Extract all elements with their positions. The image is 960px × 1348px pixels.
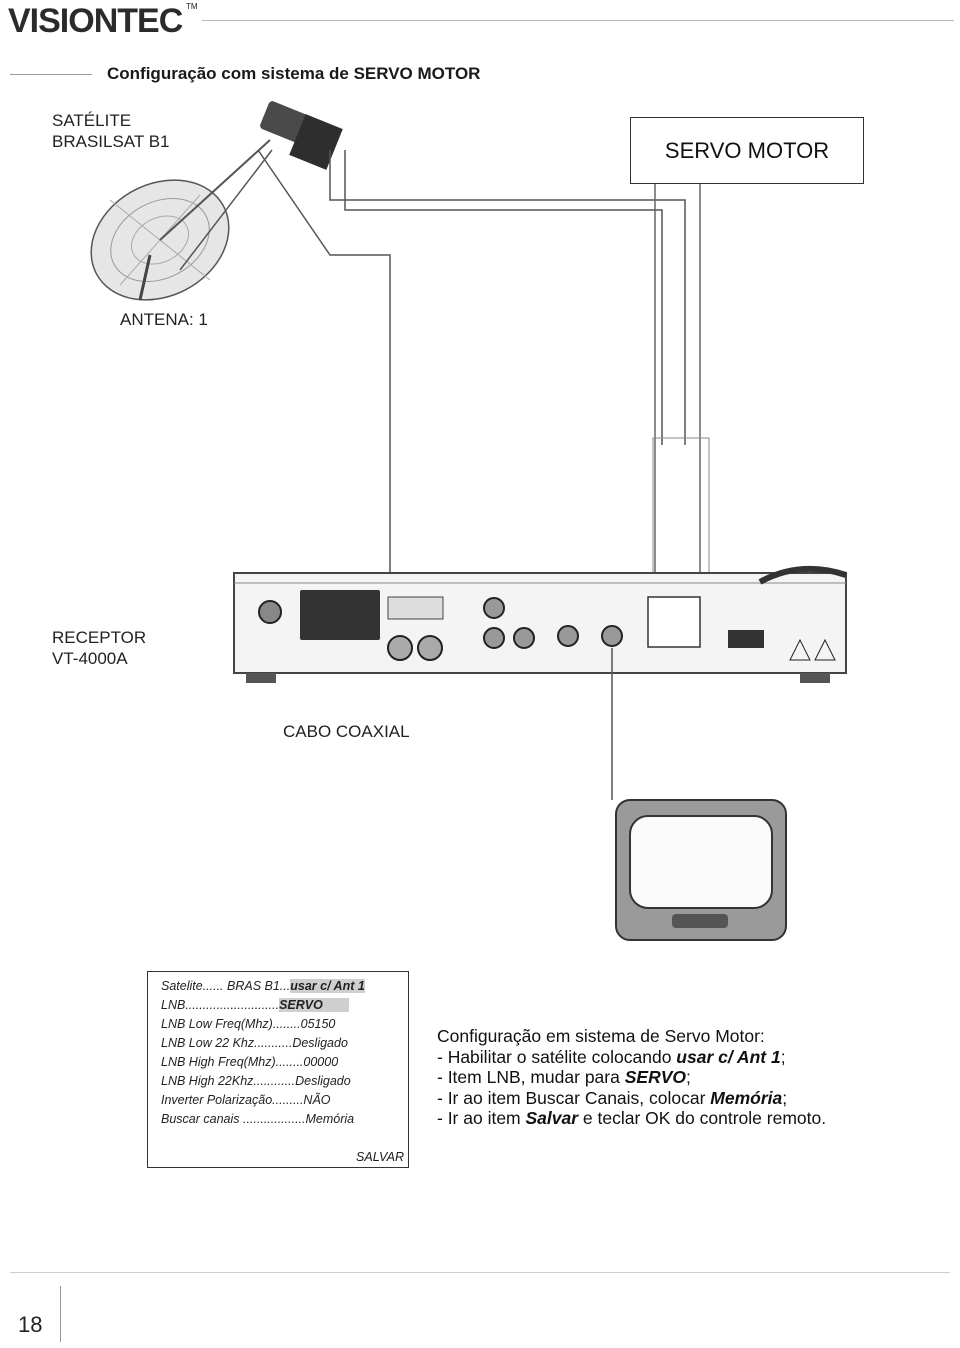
satellite-label-line1: SATÉLITE (52, 111, 132, 130)
menu-line-satelite: Satelite...... BRAS B1...usar c/ Ant 1 (161, 979, 365, 994)
satellite-label-line2: BRASILSAT B1 (52, 132, 170, 151)
menu-value: Desligado (292, 1036, 348, 1050)
menu-line-lnb-high-freq: LNB High Freq(Mhz)........00000 (161, 1055, 338, 1070)
page-number: 18 (18, 1312, 43, 1337)
instruction-text: - Item LNB, mudar para (437, 1067, 625, 1087)
menu-label: LNB........................... (161, 998, 280, 1012)
menu-value: 05150 (300, 1017, 336, 1031)
menu-value-highlight: usar c/ Ant 1 (290, 979, 365, 993)
menu-label: LNB Low 22 Khz........... (161, 1036, 293, 1050)
receiver-label-line1: RECEPTOR (52, 628, 147, 647)
instruction-step-1: - Habilitar o satélite colocando usar c/… (437, 1047, 826, 1068)
menu-value-highlight: SERVO (279, 998, 349, 1012)
satellite-dish-icon (90, 101, 343, 301)
brand-logo: VISIONTEC (8, 2, 183, 40)
instruction-step-3: - Ir ao item Buscar Canais, colocar Memó… (437, 1088, 826, 1109)
page-title: Configuração com sistema de SERVO MOTOR (107, 64, 481, 83)
instruction-emphasis: usar c/ Ant 1 (676, 1046, 781, 1067)
receiver-label: RECEPTOR VT-4000A (52, 627, 146, 669)
title-rule (10, 74, 92, 75)
menu-value: 00000 (303, 1055, 339, 1069)
menu-value: Memória (305, 1112, 355, 1126)
antenna-label: ANTENA: 1 (120, 310, 208, 329)
menu-line-lnb-low-freq: LNB Low Freq(Mhz)........05150 (161, 1017, 335, 1032)
menu-value: Desligado (295, 1074, 351, 1088)
menu-screen-box: Satelite...... BRAS B1...usar c/ Ant 1 L… (147, 971, 409, 1168)
instruction-step-4: - Ir ao item Salvar e teclar OK do contr… (437, 1108, 826, 1129)
instruction-text: e teclar OK do controle remoto. (578, 1108, 827, 1128)
menu-line-lnb: LNB...........................SERVO (161, 998, 349, 1013)
servo-motor-box: SERVO MOTOR (630, 117, 864, 184)
menu-label: LNB Low Freq(Mhz)........ (161, 1017, 301, 1031)
satellite-label: SATÉLITE BRASILSAT B1 (52, 110, 169, 152)
instruction-text: ; (780, 1046, 786, 1067)
television-icon (615, 799, 787, 941)
instruction-emphasis: SERVO (624, 1067, 686, 1087)
instruction-step-2: - Item LNB, mudar para SERVO; (437, 1067, 826, 1088)
instruction-text: ; (686, 1067, 691, 1087)
footer-page-rule (60, 1286, 61, 1342)
menu-value: BRAS B1... (223, 979, 291, 993)
cable-label: CABO COAXIAL (283, 722, 410, 741)
menu-line-buscar-canais: Buscar canais ..................Memória (161, 1112, 354, 1127)
trademark-mark: TM (186, 2, 198, 11)
menu-label: Satelite...... (161, 979, 224, 993)
menu-label: Inverter Polarização......... (161, 1093, 304, 1107)
instructions-block: Configuração em sistema de Servo Motor: … (437, 1026, 826, 1129)
menu-line-lnb-high-22khz: LNB High 22Khz............Desligado (161, 1074, 351, 1089)
lnb-cables (257, 149, 686, 595)
instruction-emphasis: Memória (710, 1087, 783, 1108)
menu-save-label: SALVAR (356, 1150, 404, 1164)
instruction-emphasis: Salvar (525, 1108, 579, 1128)
menu-label: LNB High Freq(Mhz)........ (161, 1055, 304, 1069)
menu-label: LNB High 22Khz............ (161, 1074, 296, 1088)
menu-label: Buscar canais .................. (161, 1112, 306, 1126)
receiver-rear-panel (233, 565, 847, 683)
instruction-text: ; (782, 1087, 788, 1108)
instruction-text: - Ir ao item Buscar Canais, colocar (437, 1087, 711, 1108)
instruction-text: - Ir ao item (437, 1108, 526, 1128)
instruction-text: - Habilitar o satélite colocando (437, 1046, 677, 1067)
receiver-label-line2: VT-4000A (52, 649, 128, 668)
menu-line-lnb-low-22khz: LNB Low 22 Khz...........Desligado (161, 1036, 348, 1051)
footer-rule (10, 1272, 950, 1273)
header-rule (202, 20, 954, 21)
instructions-heading: Configuração em sistema de Servo Motor: (437, 1026, 765, 1046)
menu-line-inverter-polarizacao: Inverter Polarização.........NÃO (161, 1093, 331, 1108)
menu-value: NÃO (303, 1093, 331, 1107)
